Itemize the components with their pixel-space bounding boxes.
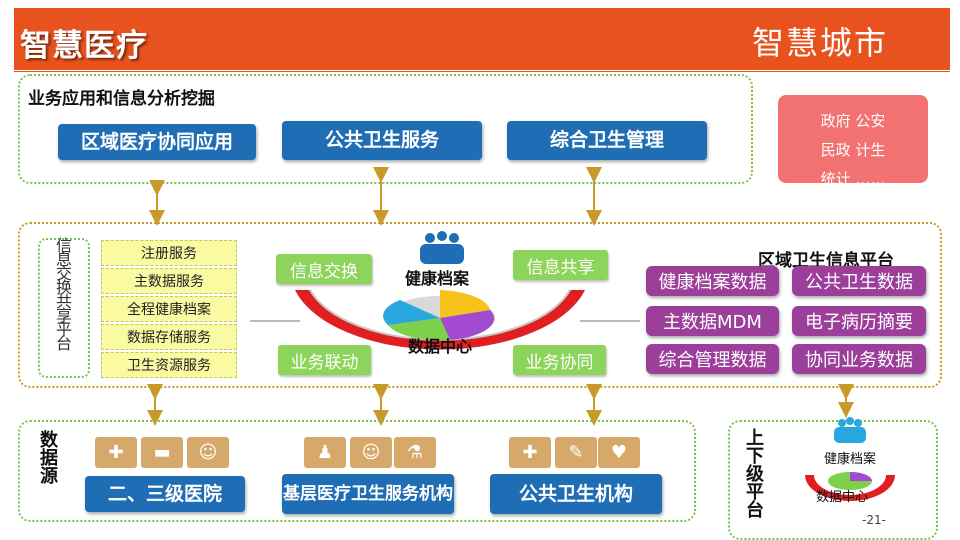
data-source-section bbox=[18, 420, 696, 522]
data-center-graphic bbox=[295, 231, 585, 350]
syringe-icon: ✎ bbox=[555, 437, 597, 468]
business-app-title: 业务应用和信息分析挖掘 bbox=[28, 89, 215, 109]
pie-purple bbox=[440, 310, 495, 340]
city-label: 智慧城市 bbox=[751, 24, 888, 62]
upper-data-center-label: 数据中心 bbox=[816, 490, 869, 505]
upper-platform-label: 上下级平台 bbox=[743, 428, 764, 518]
health-management-button[interactable]: 综合卫生管理 bbox=[507, 121, 707, 160]
db-item[interactable]: 电子病历摘要 bbox=[792, 306, 926, 336]
service-item: 主数据服务 bbox=[101, 268, 237, 294]
header-divider bbox=[14, 71, 950, 72]
primary-care-button[interactable]: 基层医疗卫生服务机构 bbox=[282, 474, 454, 514]
ambulance-icon: ✚ bbox=[509, 437, 551, 468]
family-icon: ♟ bbox=[304, 437, 346, 468]
government-box: 政府 公安 民政 计生 统计 …… bbox=[778, 95, 928, 188]
red-arc bbox=[295, 290, 585, 350]
upper-archive-label: 健康档案 bbox=[824, 452, 877, 467]
title-banner bbox=[14, 8, 950, 70]
regional-coop-button[interactable]: 区域医疗协同应用 bbox=[58, 124, 256, 160]
public-health-org-button[interactable]: 公共卫生机构 bbox=[490, 474, 662, 514]
collaboration-button[interactable]: 业务协同 bbox=[513, 345, 606, 375]
platform-section bbox=[18, 222, 942, 388]
data-center-label: 数据中心 bbox=[408, 337, 473, 356]
bed-icon: ▬ bbox=[141, 437, 183, 468]
db-item[interactable]: 健康档案数据 bbox=[646, 266, 779, 296]
db-item[interactable]: 协同业务数据 bbox=[792, 344, 926, 374]
doctor-icon: ✚ bbox=[95, 437, 137, 468]
data-source-label: 数据源 bbox=[37, 430, 58, 484]
exchange-button[interactable]: 信息交换 bbox=[276, 254, 372, 284]
linkage-button[interactable]: 业务联动 bbox=[278, 345, 371, 375]
service-item: 卫生资源服务 bbox=[101, 352, 237, 378]
share-platform-box bbox=[38, 238, 90, 378]
sharing-button[interactable]: 信息共享 bbox=[513, 250, 608, 280]
pie-green bbox=[388, 318, 450, 341]
page-number: -21- bbox=[862, 513, 886, 527]
nurse-icon: ☺ bbox=[187, 437, 229, 468]
share-platform-label: 信息交换共享平台 bbox=[53, 237, 72, 349]
service-item: 数据存储服务 bbox=[101, 324, 237, 350]
db-item[interactable]: 综合管理数据 bbox=[646, 344, 779, 374]
service-item: 注册服务 bbox=[101, 240, 237, 266]
upper-platform-section bbox=[728, 420, 938, 540]
page-title: 智慧医疗 bbox=[20, 28, 148, 64]
lab-icon: ⚗ bbox=[394, 437, 436, 468]
gov-line-1: 政府 公安 bbox=[820, 112, 886, 130]
db-item[interactable]: 主数据MDM bbox=[646, 306, 779, 336]
public-health-service-button[interactable]: 公共卫生服务 bbox=[282, 121, 482, 160]
people-icon bbox=[420, 231, 464, 264]
upper-data-center-graphic bbox=[805, 417, 895, 501]
archive-label: 健康档案 bbox=[405, 269, 470, 288]
pie-yellow bbox=[440, 290, 490, 318]
gov-line-2: 民政 计生 bbox=[820, 141, 886, 159]
service-item: 全程健康档案 bbox=[101, 296, 237, 322]
hospital-button[interactable]: 二、三级医院 bbox=[85, 476, 245, 512]
gov-line-3: 统计 …… bbox=[820, 170, 886, 188]
heart-icon: ♥ bbox=[598, 437, 640, 468]
pie-blue bbox=[383, 300, 440, 325]
db-item[interactable]: 公共卫生数据 bbox=[792, 266, 926, 296]
clinic-icon: ☺ bbox=[350, 437, 392, 468]
